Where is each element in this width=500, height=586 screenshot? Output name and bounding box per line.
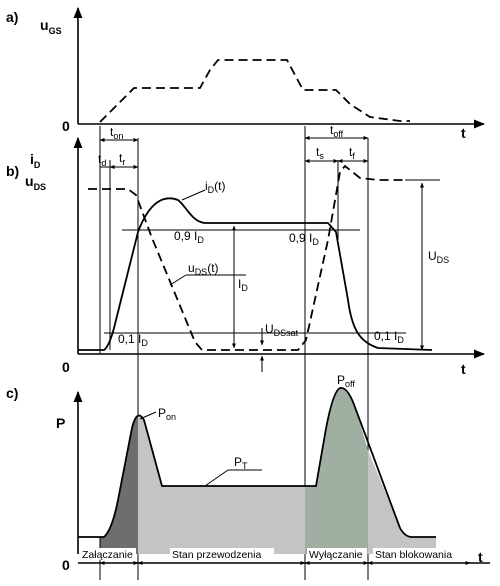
panel-b-origin: 0	[62, 359, 70, 375]
blocking-label-bg	[373, 548, 469, 560]
p-axis-label: P	[56, 415, 65, 431]
uds-curve-label: uDS(t)	[188, 261, 219, 277]
pon-label: Pon	[158, 406, 176, 422]
ton-label: ton	[110, 125, 123, 141]
id-curve-label: iD(t)	[205, 179, 226, 195]
pt-leader	[204, 469, 229, 487]
panel-b-t-label: t	[461, 361, 466, 377]
udssat-label: UDSsat	[265, 322, 299, 338]
panel-a-origin: 0	[62, 118, 70, 134]
panel-b-tag: b)	[6, 163, 19, 179]
id-curve-leader	[181, 189, 206, 201]
region-blocking	[368, 450, 436, 554]
uds-waveform	[88, 164, 405, 351]
panel-a-tag: a)	[6, 9, 18, 25]
poff-label: Poff	[337, 373, 355, 389]
panel-c-tag: c)	[6, 385, 18, 401]
tr-label: tr	[119, 151, 125, 167]
ts-label: ts	[316, 145, 324, 161]
uds-magnitude-label: UDS	[428, 249, 449, 265]
panel-a-t-label: t	[461, 125, 466, 141]
pt-label: PT	[234, 455, 248, 471]
phase-turn-off-label: Wyłączanie	[309, 549, 363, 561]
pon-leader	[139, 411, 157, 420]
toff-label: toff	[330, 123, 344, 139]
left-01-id-label: 0,1 ID	[118, 332, 148, 348]
right-01-id-label: 0,1 ID	[374, 329, 404, 345]
panel-c-t-label: t	[478, 549, 483, 565]
id-axis-label: iD	[30, 151, 41, 170]
panel-c: c) P 0 t Pon Poff PT Załączanie Stan prz…	[6, 373, 490, 580]
right-09-id-label: 0,9 ID	[289, 231, 319, 247]
tf-label: tf	[349, 145, 355, 161]
turn-on-label-bg	[80, 548, 136, 560]
phase-turn-on-label: Załączanie	[82, 549, 133, 561]
panel-c-origin: 0	[62, 557, 70, 573]
turn-off-label-bg	[307, 548, 367, 560]
uds-curve-leader	[169, 274, 187, 286]
id-magnitude-label: ID	[238, 277, 248, 293]
left-09-id-label: 0,9 ID	[174, 229, 204, 245]
ugs-waveform	[99, 59, 410, 123]
region-turn-on	[100, 415, 138, 554]
id-waveform	[78, 197, 433, 351]
phase-conduction-label: Stan przewodzenia	[172, 549, 261, 561]
conduction-label-bg	[170, 548, 274, 560]
panel-a: a) uGS 0 t	[6, 6, 486, 141]
region-conduction	[138, 414, 305, 554]
region-turn-off	[305, 387, 368, 554]
uds-axis-label: uDS	[25, 173, 46, 192]
td-label: td	[98, 152, 106, 168]
phase-blocking-label: Stan blokowania	[375, 549, 452, 561]
ugs-axis-label: uGS	[40, 17, 62, 36]
power-waveform	[78, 387, 436, 538]
